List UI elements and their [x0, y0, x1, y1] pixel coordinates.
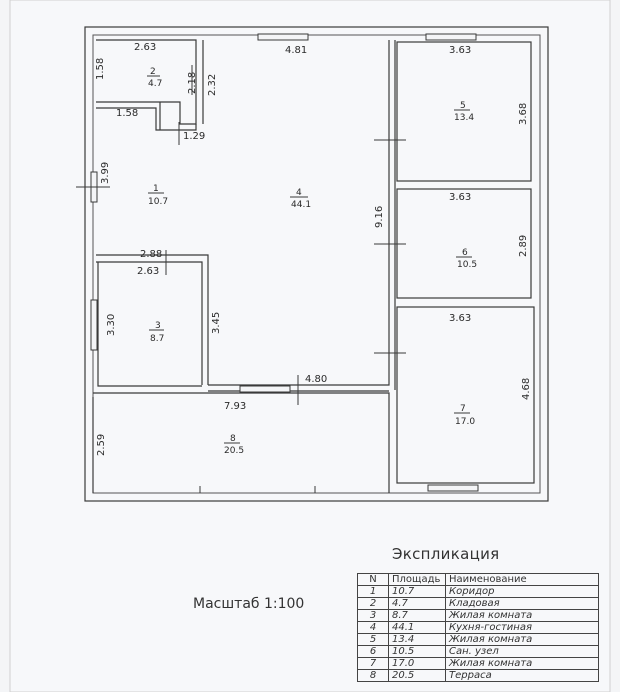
room-label-7: 7 17.0: [454, 404, 475, 427]
dim-8-left: 2.59: [96, 434, 107, 456]
room-label-4: 4 44.1: [290, 188, 311, 210]
svg-text:6: 6: [462, 248, 468, 258]
room-label-5: 5 13.4: [454, 101, 474, 123]
dim-2-ext: 2.32: [207, 74, 218, 96]
room-7-walls: [396, 306, 535, 484]
room-labels: 2 4.7 1 10.7 4 44.1 3 8.7 5 13.4 6 10.5: [147, 67, 477, 456]
dim-8-top: 7.93: [224, 401, 246, 412]
dim-3-left: 3.30: [106, 314, 117, 336]
outer-walls: [84, 26, 549, 502]
svg-text:1: 1: [153, 184, 159, 194]
dim-1-top: 1.58: [116, 108, 138, 119]
cell-n: 2: [357, 597, 389, 610]
cell-area: 17.0: [388, 657, 446, 670]
cell-name: Сан. узел: [445, 645, 599, 658]
cell-area: 10.7: [388, 585, 446, 598]
table-row: 4 44.1 Кухня-гостиная: [357, 621, 599, 634]
dimension-labels: 2.63 1.58 2.18 2.32 1.58 1.29 3.99 4.81 …: [95, 42, 532, 456]
cell-name: Жилая комната: [445, 633, 599, 646]
svg-text:8: 8: [230, 434, 236, 444]
cell-area: 8.7: [388, 609, 446, 622]
svg-text:7: 7: [460, 404, 466, 414]
svg-text:10.7: 10.7: [148, 197, 168, 207]
dim-3-top-outer: 2.88: [140, 249, 162, 260]
dim-5-top: 3.63: [449, 45, 471, 56]
table-row: 5 13.4 Жилая комната: [357, 633, 599, 646]
dim-5-right: 3.68: [518, 103, 529, 125]
dim-4-right: 9.16: [374, 206, 385, 228]
cell-n: 3: [357, 609, 389, 622]
cell-n: 1: [357, 585, 389, 598]
table-row: 7 17.0 Жилая комната: [357, 657, 599, 670]
room-5-walls: [396, 41, 532, 182]
table-row: 6 10.5 Сан. узел: [357, 645, 599, 658]
cell-area: 4.7: [388, 597, 446, 610]
cell-n: 8: [357, 669, 389, 682]
cell-n: 5: [357, 633, 389, 646]
cell-area: 44.1: [388, 621, 446, 634]
scale-label: Масштаб 1:100: [193, 596, 305, 612]
room-label-1: 1 10.7: [148, 184, 168, 207]
svg-text:8.7: 8.7: [150, 334, 164, 344]
svg-text:17.0: 17.0: [455, 417, 475, 427]
svg-text:5: 5: [460, 101, 466, 111]
cell-area: 20.5: [388, 669, 446, 682]
svg-text:2: 2: [150, 67, 156, 77]
dim-1-left: 3.99: [100, 162, 111, 184]
svg-text:20.5: 20.5: [224, 446, 244, 456]
room-3-walls: [97, 262, 202, 387]
dim-4-left: 3.45: [211, 312, 222, 334]
cell-name: Кладовая: [445, 597, 599, 610]
dim-2-right: 2.18: [187, 72, 198, 94]
cell-name: Жилая комната: [445, 657, 599, 670]
cell-name: Коридор: [445, 585, 599, 598]
room-2-walls: [96, 39, 204, 130]
table-row: 3 8.7 Жилая комната: [357, 609, 599, 622]
cell-name: Кухня-гостиная: [445, 621, 599, 634]
dim-6-right: 2.89: [518, 235, 529, 257]
svg-text:10.5: 10.5: [457, 260, 477, 270]
room-label-3: 3 8.7: [149, 321, 164, 344]
room-8-walls: [92, 392, 390, 493]
explication-table: N Площадь Наименование 1 10.7 Коридор 2 …: [357, 573, 599, 682]
dim-2-left: 1.58: [95, 58, 106, 80]
cell-n: 4: [357, 621, 389, 634]
dim-3-top: 2.63: [137, 266, 159, 277]
svg-text:13.4: 13.4: [454, 113, 474, 123]
explication-body: 1 10.7 Коридор 2 4.7 Кладовая 3 8.7 Жила…: [357, 585, 599, 682]
svg-text:4: 4: [296, 188, 302, 198]
dim-4-top: 4.81: [285, 45, 307, 56]
door-marks: [76, 65, 406, 493]
explication-header-row: N Площадь Наименование: [357, 573, 599, 586]
room-label-8: 8 20.5: [224, 434, 244, 456]
svg-text:3: 3: [155, 321, 161, 331]
dim-2-top: 2.63: [134, 42, 156, 53]
table-row: 2 4.7 Кладовая: [357, 597, 599, 610]
col-header-area: Площадь: [388, 573, 446, 586]
cell-n: 7: [357, 657, 389, 670]
cell-name: Терраса: [445, 669, 599, 682]
explication-title: Экспликация: [392, 545, 500, 563]
room-label-6: 6 10.5: [456, 248, 477, 270]
cell-name: Жилая комната: [445, 609, 599, 622]
dim-6-top: 3.63: [449, 192, 471, 203]
dim-7-top: 3.63: [449, 313, 471, 324]
cell-area: 10.5: [388, 645, 446, 658]
col-header-n: N: [357, 573, 389, 586]
col-header-name: Наименование: [445, 573, 599, 586]
cell-n: 6: [357, 645, 389, 658]
svg-text:44.1: 44.1: [291, 200, 311, 210]
room-label-2: 2 4.7: [147, 67, 162, 89]
table-row: 1 10.7 Коридор: [357, 585, 599, 598]
table-row: 8 20.5 Терраса: [357, 669, 599, 682]
dim-7-right: 4.68: [521, 378, 532, 400]
svg-text:4.7: 4.7: [148, 79, 162, 89]
cell-area: 13.4: [388, 633, 446, 646]
dim-4-bottom: 4.80: [305, 374, 327, 385]
dim-1-notch: 1.29: [183, 131, 205, 142]
room-1-walls: [96, 107, 209, 385]
